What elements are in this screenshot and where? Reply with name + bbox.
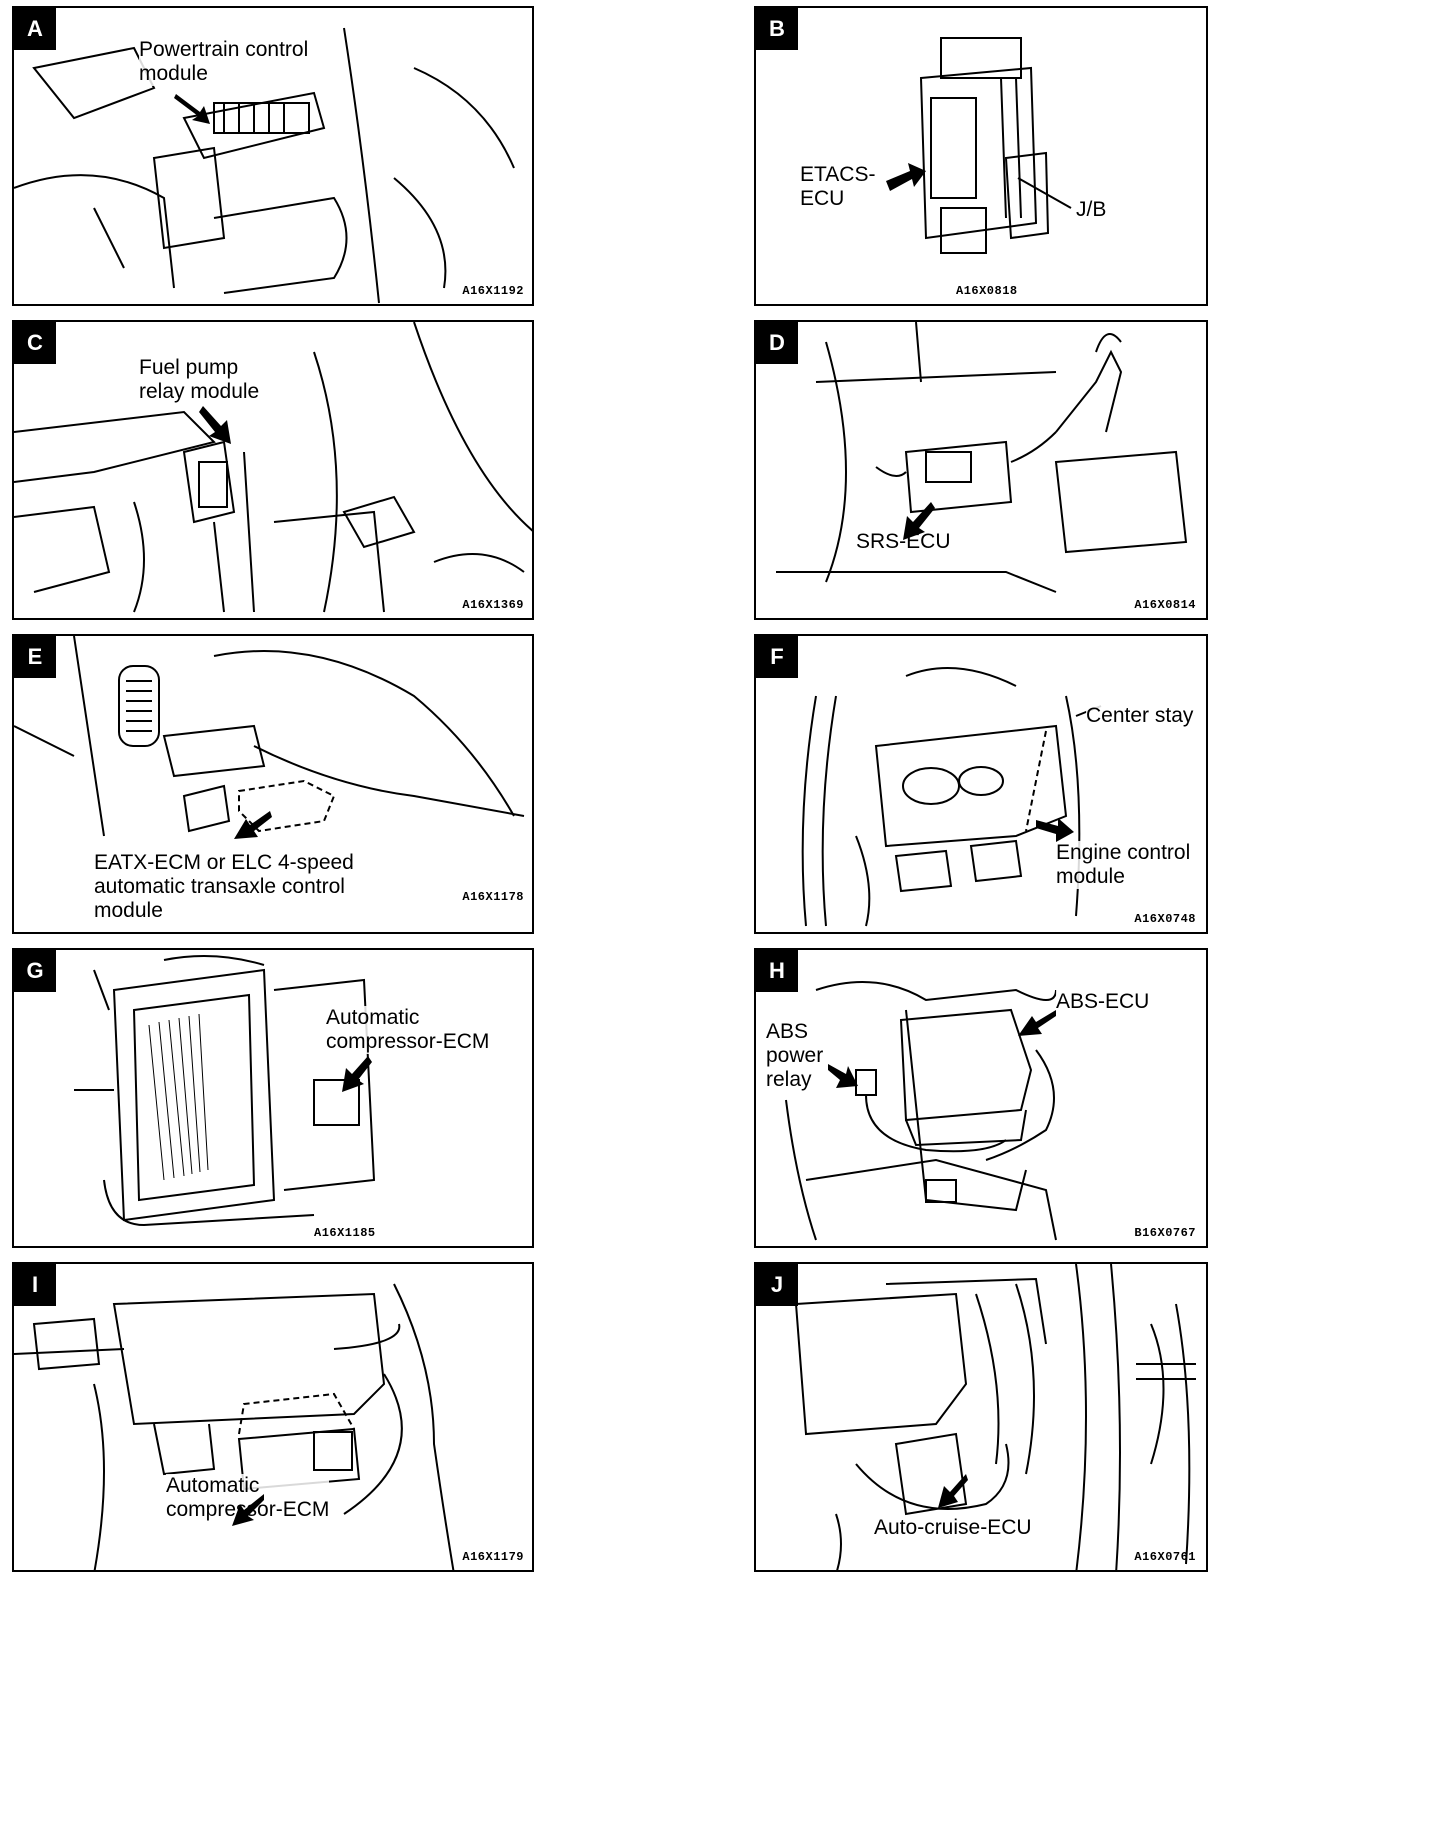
- panel-a: A Powertrain control module A16X1192: [12, 6, 534, 306]
- panel-e: E EATX-ECM or ELC 4-speed automatic tran…: [12, 634, 534, 934]
- panel-j: J Auto-cruise-ECU A16X0761: [754, 1262, 1208, 1572]
- panel-c: C Fuel pump relay module A16X1369: [12, 320, 534, 620]
- label-junction-block: J/B: [1076, 198, 1107, 222]
- panel-h: H ABS-ECU ABS power relay B16X0767: [754, 948, 1208, 1248]
- arrow-pointer-icon: [1036, 818, 1074, 842]
- arrow-pointer-icon: [886, 163, 926, 191]
- panel-badge: J: [756, 1264, 798, 1306]
- panel-g: G Automatic compressor-ECM A16X1185: [12, 948, 534, 1248]
- label-abs-power-relay: ABS power relay: [766, 1020, 824, 1092]
- label-etacs-ecu: ETACS- ECU: [800, 163, 876, 211]
- arrow-pointer-icon: [828, 1064, 858, 1088]
- panel-f: F Center stay Engine control module A16X…: [754, 634, 1208, 934]
- arrow-pointer-icon: [342, 1056, 372, 1092]
- label-fuel-pump-relay-module: Fuel pump relay module: [139, 356, 260, 404]
- eatx-illustration: [14, 636, 525, 837]
- etacs-illustration: [919, 37, 1072, 254]
- engine-control-illustration: [801, 667, 1102, 927]
- label-automatic-compressor-ecm-g: Automatic compressor-ECM: [326, 1006, 490, 1054]
- figure-code: A16X1178: [462, 890, 524, 904]
- arrow-pointer-icon: [234, 811, 272, 839]
- panel-badge: A: [14, 8, 56, 50]
- fuel-pump-illustration: [14, 322, 532, 613]
- panel-badge: H: [756, 950, 798, 992]
- figure-code: A16X0818: [956, 284, 1018, 298]
- label-abs-ecu: ABS-ECU: [1056, 990, 1150, 1014]
- abs-illustration: [785, 981, 1057, 1241]
- panel-badge: I: [14, 1264, 56, 1306]
- panel-i: I Automatic compressor-ECM A16X1179: [12, 1262, 534, 1572]
- panel-badge: G: [14, 950, 56, 992]
- figure-code: A16X1179: [462, 1550, 524, 1564]
- figure-code: A16X1369: [462, 598, 524, 612]
- panel-b: B ETACS- ECU J/B A16X0818: [754, 6, 1208, 306]
- compressor-ecm-i-illustration: [14, 1283, 455, 1570]
- panel-badge: E: [14, 636, 56, 678]
- label-engine-control-module: Engine control module: [1056, 841, 1191, 889]
- arrow-pointer-icon: [199, 406, 231, 444]
- arrow-pointer-icon: [174, 94, 210, 124]
- arrow-pointer-icon: [1018, 1010, 1056, 1036]
- auto-cruise-illustration: [794, 1264, 1196, 1570]
- panel-d: D SRS-ECU A16X0814: [754, 320, 1208, 620]
- panel-badge: C: [14, 322, 56, 364]
- arrow-pointer-icon: [938, 1474, 968, 1508]
- figure-code: A16X0761: [1134, 1550, 1196, 1564]
- panel-badge: B: [756, 8, 798, 50]
- label-srs-ecu: SRS-ECU: [856, 530, 951, 554]
- label-center-stay: Center stay: [1086, 704, 1194, 728]
- figure-code: A16X0748: [1134, 912, 1196, 926]
- powertrain-illustration: [14, 27, 515, 304]
- srs-illustration: [776, 322, 1188, 593]
- figure-code: A16X1192: [462, 284, 524, 298]
- figure-code: A16X0814: [1134, 598, 1196, 612]
- panel-badge: F: [756, 636, 798, 678]
- arrow-pointer-icon: [903, 502, 935, 540]
- label-powertrain-control-module: Powertrain control module: [139, 38, 309, 86]
- arrow-pointer-icon: [232, 1494, 264, 1526]
- figure-code: B16X0767: [1134, 1226, 1196, 1240]
- label-eatx-ecm: EATX-ECM or ELC 4-speed automatic transa…: [94, 851, 354, 923]
- label-auto-cruise-ecu: Auto-cruise-ECU: [874, 1516, 1032, 1540]
- compressor-ecm-g-illustration: [74, 955, 376, 1227]
- panel-badge: D: [756, 322, 798, 364]
- figure-code: A16X1185: [314, 1226, 376, 1240]
